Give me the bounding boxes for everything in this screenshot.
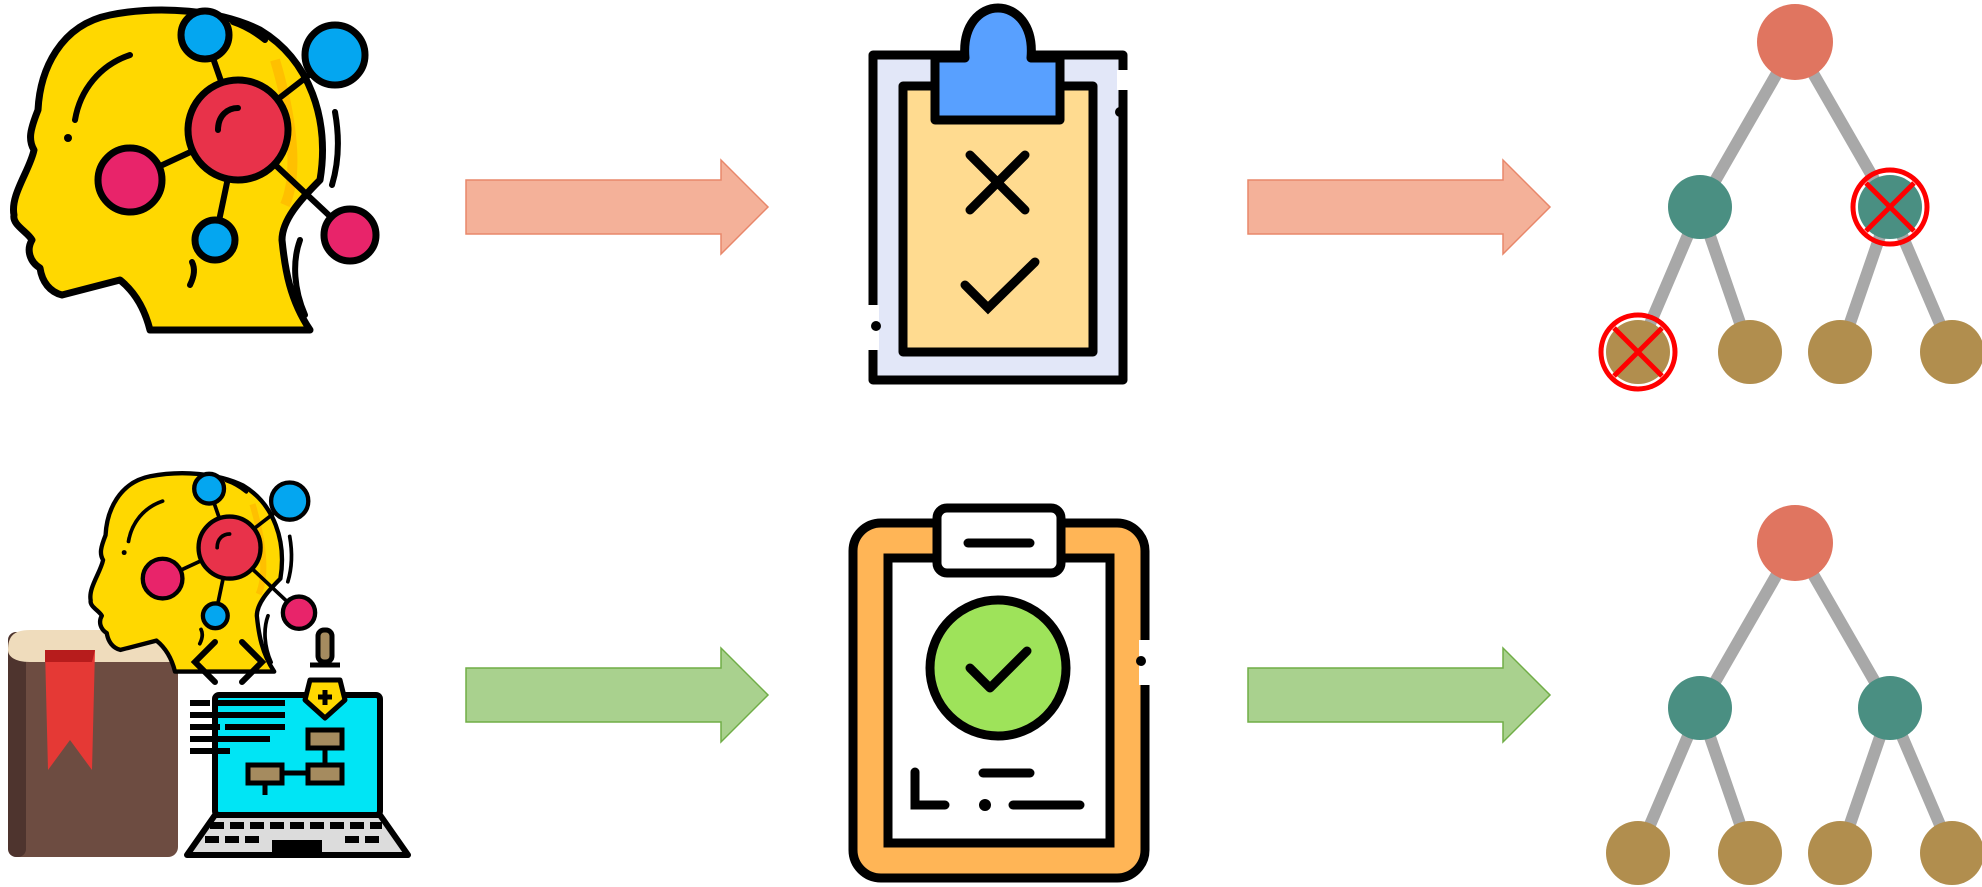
tree-leaf-node xyxy=(1920,821,1982,885)
tree-inner-node xyxy=(1668,175,1732,239)
tree-leaf-node xyxy=(1808,320,1872,384)
arrow-right-icon xyxy=(1248,648,1550,742)
ai-head-with-book-and-laptop-icon xyxy=(8,473,408,857)
tree-leaf-node xyxy=(1718,821,1782,885)
tree-leaf-node xyxy=(1808,821,1872,885)
arrow-right-icon xyxy=(466,160,768,254)
tree-inner-node xyxy=(1858,676,1922,740)
tree-leaf-node xyxy=(1606,821,1670,885)
ai-head-icon xyxy=(13,10,376,330)
clipboard-checklist-icon xyxy=(871,8,1125,380)
bottom-row xyxy=(8,473,1982,885)
top-row xyxy=(13,4,1982,389)
pruned-tree-icon xyxy=(1601,4,1982,389)
arrow-right-icon xyxy=(466,648,768,742)
clipboard-approved-icon xyxy=(853,508,1146,878)
tree-leaf-node xyxy=(1920,320,1982,384)
arrow-right-icon xyxy=(1248,160,1550,254)
tree-inner-node xyxy=(1668,676,1732,740)
tree-root-node xyxy=(1757,505,1833,581)
full-tree-icon xyxy=(1606,505,1982,885)
tree-leaf-node xyxy=(1718,320,1782,384)
tree-root-node xyxy=(1757,4,1833,80)
book-icon xyxy=(8,630,178,857)
